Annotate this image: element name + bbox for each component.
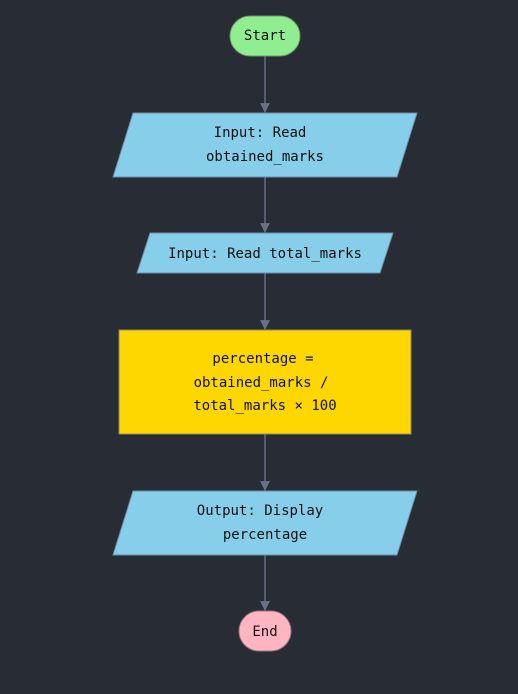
compute-percentage-label-line1: percentage = — [212, 351, 313, 367]
start-shape — [229, 15, 301, 57]
end-shape — [238, 610, 292, 652]
end-node: End — [238, 610, 292, 652]
start-label: Start — [244, 28, 286, 44]
input-obtained-marks-label-line1: Input: Read — [214, 125, 307, 141]
input-obtained-marks-shape — [112, 112, 418, 178]
start-node: Start — [229, 15, 301, 57]
compute-percentage-shape — [118, 329, 412, 435]
output-percentage-label-line1: Output: Display — [197, 503, 323, 519]
input-obtained-marks-label-line2: obtained_marks — [206, 149, 324, 165]
compute-percentage-label-line2: obtained_marks / — [194, 375, 329, 391]
compute-percentage-label-line3: total_marks × 100 — [193, 398, 336, 414]
output-percentage-shape — [112, 490, 418, 556]
output-percentage-label-line2: percentage — [223, 527, 307, 543]
input-total-marks-label: Input: Read total_marks — [168, 246, 362, 262]
output-percentage-node: Output: Display percentage — [112, 490, 418, 556]
compute-percentage-node: percentage = obtained_marks / total_mark… — [118, 329, 412, 435]
input-obtained-marks-node: Input: Read obtained_marks — [112, 112, 418, 178]
end-label: End — [252, 624, 277, 640]
input-total-marks-shape — [136, 232, 394, 274]
input-total-marks-node: Input: Read total_marks — [136, 232, 394, 274]
